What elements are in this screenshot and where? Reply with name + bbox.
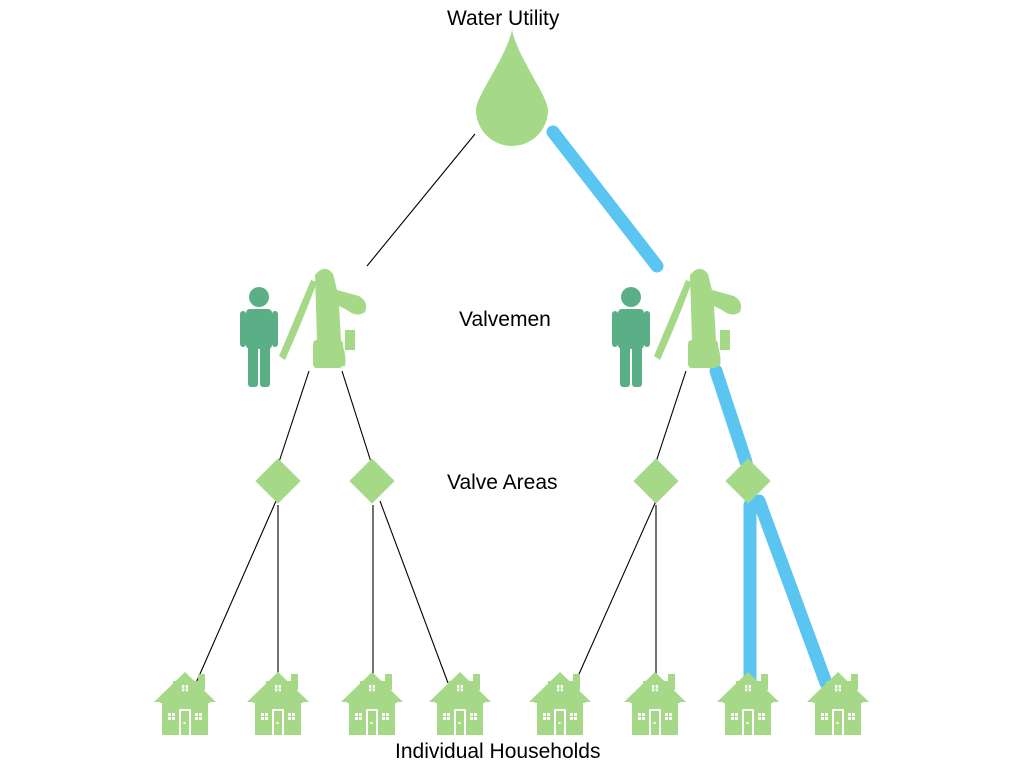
house-icon bbox=[429, 672, 491, 735]
person-icon bbox=[612, 287, 650, 387]
utility-to-valveman-pipe bbox=[366, 133, 476, 267]
house-icon bbox=[154, 672, 216, 735]
utility-to-valveman-pipe bbox=[546, 125, 664, 273]
valvemen-label: Valvemen bbox=[459, 308, 551, 331]
connector-lines bbox=[195, 133, 687, 684]
area-to-household-pipe bbox=[195, 500, 277, 684]
hand-pump-icon bbox=[654, 268, 742, 368]
person-icon bbox=[240, 287, 278, 387]
highlighted-pipes bbox=[546, 125, 833, 690]
utility-label: Water Utility bbox=[447, 7, 560, 30]
valveman-to-area-pipe bbox=[655, 370, 687, 463]
valve-areas-label: Valve Areas bbox=[447, 471, 558, 494]
valveman-to-area-pipe bbox=[341, 370, 372, 463]
diagram-nodes bbox=[154, 30, 869, 735]
house-icon bbox=[624, 672, 686, 735]
house-icon bbox=[341, 672, 403, 735]
valveman-to-area-pipe bbox=[278, 370, 310, 463]
area-to-household-pipe bbox=[379, 500, 449, 684]
water-drop-icon bbox=[476, 30, 548, 146]
house-icon bbox=[247, 672, 309, 735]
house-icon bbox=[717, 672, 779, 735]
house-icon bbox=[529, 672, 591, 735]
hand-pump-icon bbox=[279, 268, 367, 368]
area-to-household-pipe bbox=[574, 500, 657, 684]
diamond-icon bbox=[633, 458, 679, 504]
diamond-icon bbox=[255, 458, 301, 504]
diamond-icon bbox=[349, 458, 395, 504]
area-to-household-pipe bbox=[752, 494, 833, 690]
house-icon bbox=[807, 672, 869, 735]
valveman-to-area-pipe bbox=[709, 364, 753, 469]
households-label: Individual Households bbox=[395, 740, 601, 763]
